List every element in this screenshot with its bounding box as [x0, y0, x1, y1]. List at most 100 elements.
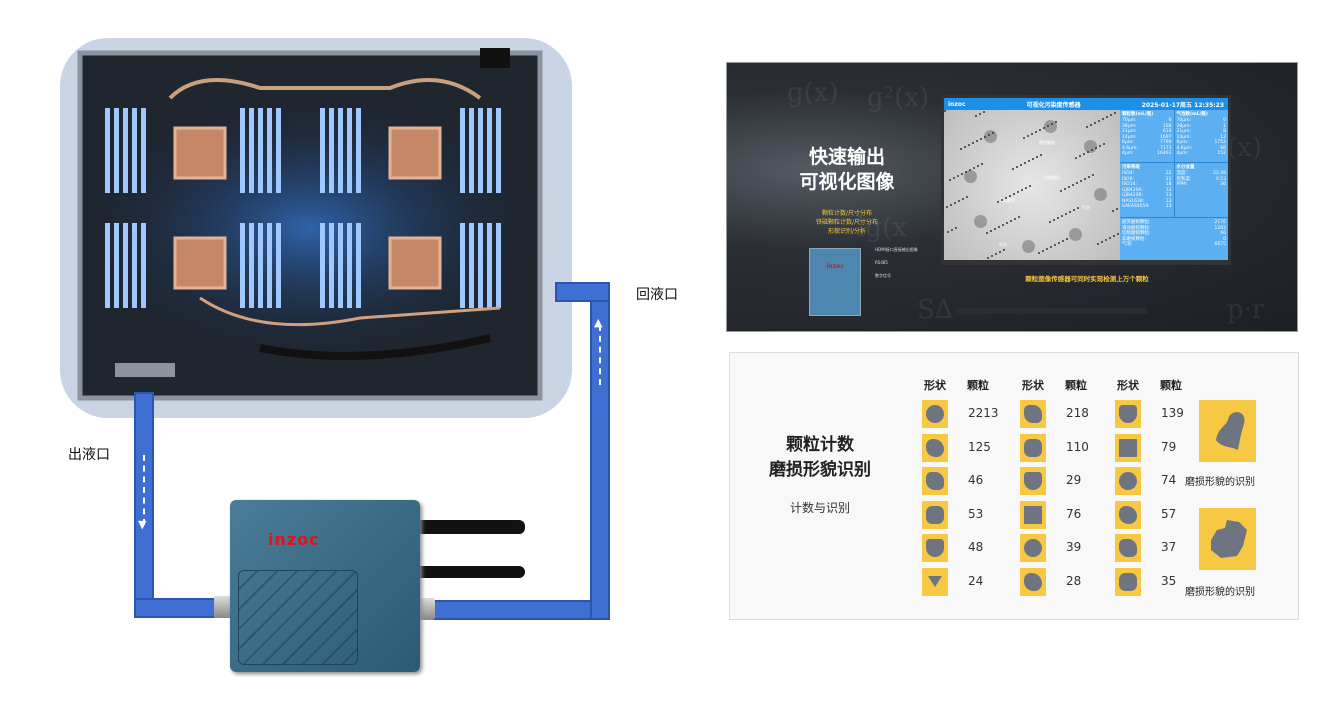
particle-dot: [1064, 188, 1066, 190]
row-value: 1697: [1160, 134, 1172, 140]
particle-recognition-panel: 颗粒计数 磨损形貌识别 计数与识别 形状 颗粒 2213 125 46 53 4…: [729, 352, 1299, 620]
io-label-digital: 数字信号: [875, 273, 891, 278]
particle-dot: [987, 257, 989, 259]
row-value: 22.48: [1213, 171, 1226, 176]
row-key: 70μm:: [1122, 118, 1137, 123]
table-row: 4.6μm:66: [1177, 146, 1227, 152]
table-row: 14μm:12: [1177, 135, 1227, 141]
particle-dot: [1112, 210, 1114, 212]
particle-dot: [1025, 187, 1027, 189]
table-title: 污染等级: [1122, 165, 1140, 170]
particle-count: 76: [1066, 506, 1082, 521]
particle-dot: [1050, 246, 1052, 248]
particle-dot: [995, 253, 997, 255]
particle-dot: [979, 113, 981, 115]
return-pipe-top: [555, 282, 610, 302]
table-row: ISO14:18: [1122, 182, 1172, 188]
row-value: 7173: [1160, 145, 1172, 151]
row-key: 饱和度:: [1176, 176, 1192, 182]
particle-dot: [949, 179, 951, 181]
header-count: 颗粒: [967, 379, 989, 392]
particle-count: 29: [1066, 473, 1082, 487]
mini-sensor: inzoc: [809, 248, 861, 316]
particle-dot: [1061, 215, 1063, 217]
math-bg: g(x): [787, 78, 839, 108]
particle-shape-icon: [1020, 467, 1046, 495]
table-row: 38μm:108: [1122, 124, 1172, 130]
particle-dot: [1105, 239, 1107, 241]
sensor-cover-plate: [238, 570, 358, 665]
title-line-2: 可视化图像: [799, 171, 895, 193]
memory-module: [114, 223, 119, 308]
particle-count: 39: [1066, 540, 1082, 554]
particle-dot: [966, 196, 968, 198]
row-key: 14μm:: [1176, 134, 1192, 140]
particle-dot: [1046, 248, 1048, 250]
monitor: inzoc 可视化污染度传感器 2025-01-17周五 12:35:23 疲劳…: [941, 95, 1231, 265]
memory-module: [460, 223, 465, 308]
particle-dot: [1024, 162, 1026, 164]
particle-dot: [1073, 209, 1075, 211]
particle-dot: [994, 228, 996, 230]
particle-count: 24: [968, 573, 984, 588]
table-row: 疲劳磨损颗粒:2176: [1122, 220, 1226, 226]
memory-module: [338, 108, 343, 193]
wear-sample-caption-2: 磨损形貌的识别: [1185, 587, 1255, 598]
row-value: 610: [1162, 129, 1172, 134]
table-row: 38μm:1: [1177, 124, 1227, 130]
particle-shape-icon: [922, 567, 948, 596]
memory-module: [356, 108, 361, 193]
row-value: 1203: [1214, 225, 1226, 231]
particle-shape-icon: [1115, 567, 1141, 596]
particle-count: 2213: [968, 406, 999, 420]
particle-dot: [1101, 241, 1103, 243]
table-row: 4μm:16461: [1122, 151, 1172, 157]
particle-dot: [980, 138, 982, 140]
memory-module: [249, 223, 254, 308]
particle-dot: [1040, 154, 1042, 156]
particle-shape-icon: [922, 400, 948, 428]
particle-shape-icon: [1115, 467, 1141, 495]
particle-dot: [960, 148, 962, 150]
row-key: 气泡:: [1122, 242, 1133, 247]
memory-module: [478, 223, 483, 308]
memory-module: [347, 108, 352, 193]
particle-count: 74: [1161, 473, 1177, 487]
memory-module: [478, 108, 483, 193]
particle-dot: [991, 255, 993, 257]
row-key: 非磨损颗粒:: [1122, 236, 1147, 242]
particle-shape-icon: [922, 534, 948, 562]
row-key: 疲劳磨损颗粒:: [1122, 220, 1151, 225]
particle-dot: [1036, 156, 1038, 158]
feature-item: 铁磁颗粒计数/尺寸分布: [815, 219, 879, 226]
row-key: SAEAS4059:: [1122, 204, 1150, 209]
table-row: NAS1638:13: [1122, 199, 1172, 205]
particle-dot: [1017, 191, 1019, 193]
memory-module: [338, 223, 343, 308]
flow-down-arrow: [143, 455, 145, 525]
particle-dot: [1077, 207, 1079, 209]
particle-dot: [1103, 143, 1105, 145]
particle-dot: [962, 198, 964, 200]
wear-sample-image-1: [1199, 400, 1256, 462]
particle-count: 35: [1161, 573, 1177, 588]
memory-module: [487, 223, 492, 308]
row-value: 108: [1162, 123, 1172, 129]
particle-dot: [1047, 125, 1049, 127]
particle-shape-icon: [1020, 567, 1046, 596]
return-pipe-horizontal: [428, 600, 610, 620]
row-value: 6675: [1214, 242, 1226, 247]
promo-caption: 颗粒图像传感器可同时实现检测上万个颗粒: [1025, 275, 1149, 283]
particle-dot: [1098, 120, 1100, 122]
particle-dot: [1027, 135, 1029, 137]
particle-dot: [992, 132, 994, 134]
recognition-subtitle: 计数与识别: [789, 501, 850, 515]
particle-dot: [1117, 233, 1119, 235]
monitor-logo: inzoc: [948, 100, 966, 108]
particle-dot: [1076, 182, 1078, 184]
memory-module: [460, 108, 465, 193]
monitor-datetime: 2025-01-17周五 12:35:23: [1141, 101, 1224, 109]
memory-module: [132, 108, 137, 193]
particle-dot: [997, 201, 999, 203]
